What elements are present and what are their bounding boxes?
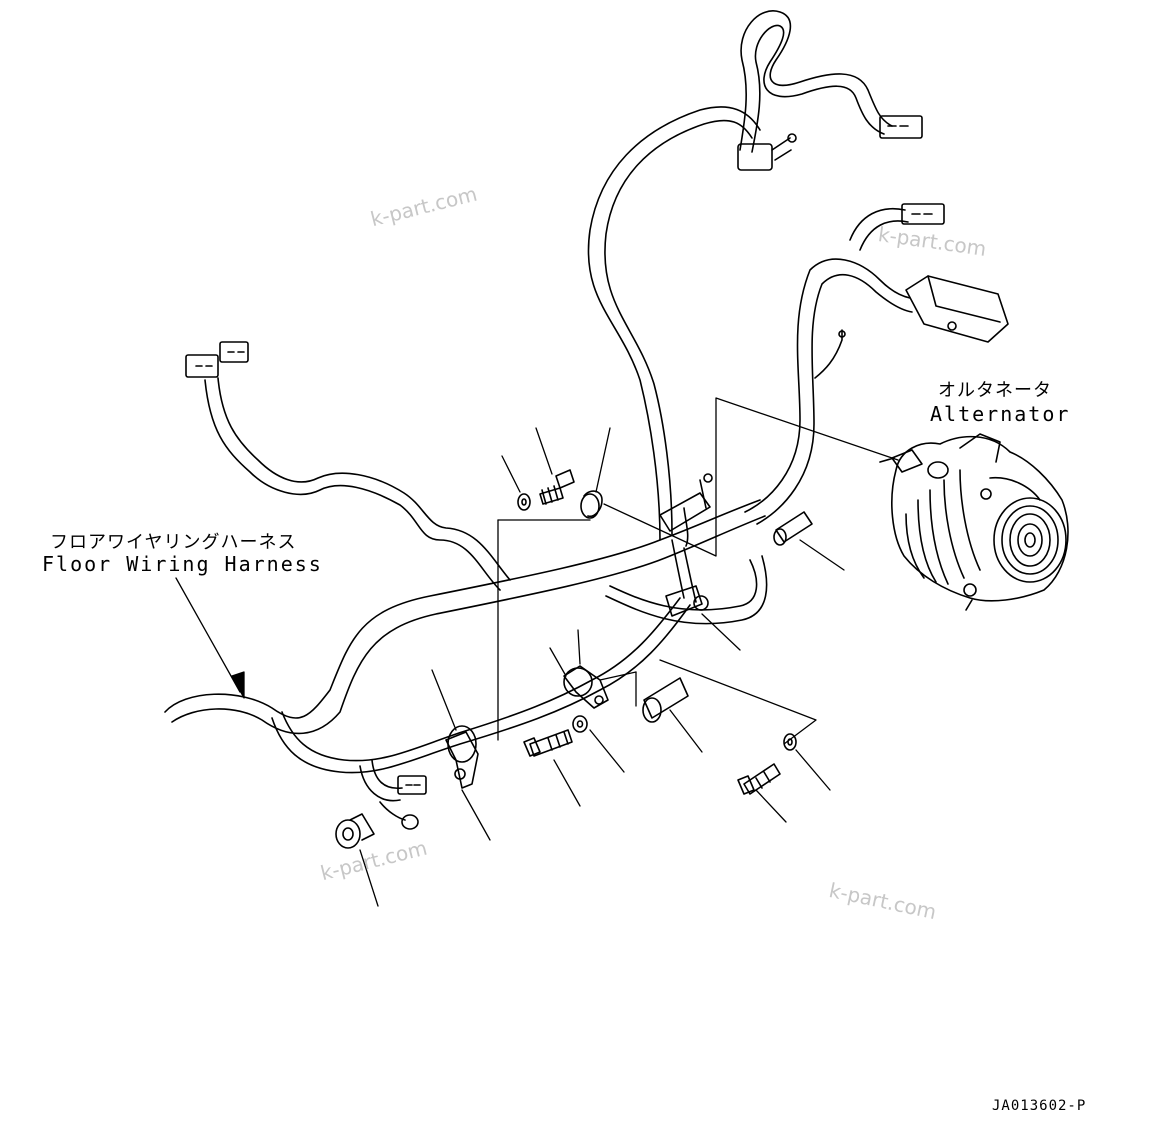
harness-label-en: Floor Wiring Harness [42, 552, 323, 576]
alternator-pulley [993, 497, 1067, 583]
alternator-illustration [879, 433, 1069, 611]
harness-branch-alternator-plug [744, 203, 1009, 525]
ring-terminal-assembly [659, 473, 713, 617]
alternator-label-en: Alternator [930, 402, 1071, 426]
harness-branch-upper [587, 10, 923, 541]
harness-branch-left [185, 341, 511, 591]
clip-upper [737, 143, 773, 171]
hardware-parts [335, 469, 813, 849]
connector-alternator-small [901, 203, 945, 225]
connector-left [185, 354, 219, 378]
leader-lines [359, 397, 899, 907]
connector-bottom [397, 775, 427, 795]
alternator-label-jp: オルタネータ [938, 380, 1052, 401]
harness-label-jp: フロアワイヤリングハーネス [50, 532, 297, 553]
harness-branch-bottom [359, 759, 427, 830]
harness-clamps [445, 665, 609, 789]
connector-upper [879, 115, 923, 139]
alternator-plug-housing [905, 275, 1009, 343]
drawing-code: JA013602-P [992, 1098, 1087, 1114]
harness-callout-arrow [175, 577, 245, 699]
